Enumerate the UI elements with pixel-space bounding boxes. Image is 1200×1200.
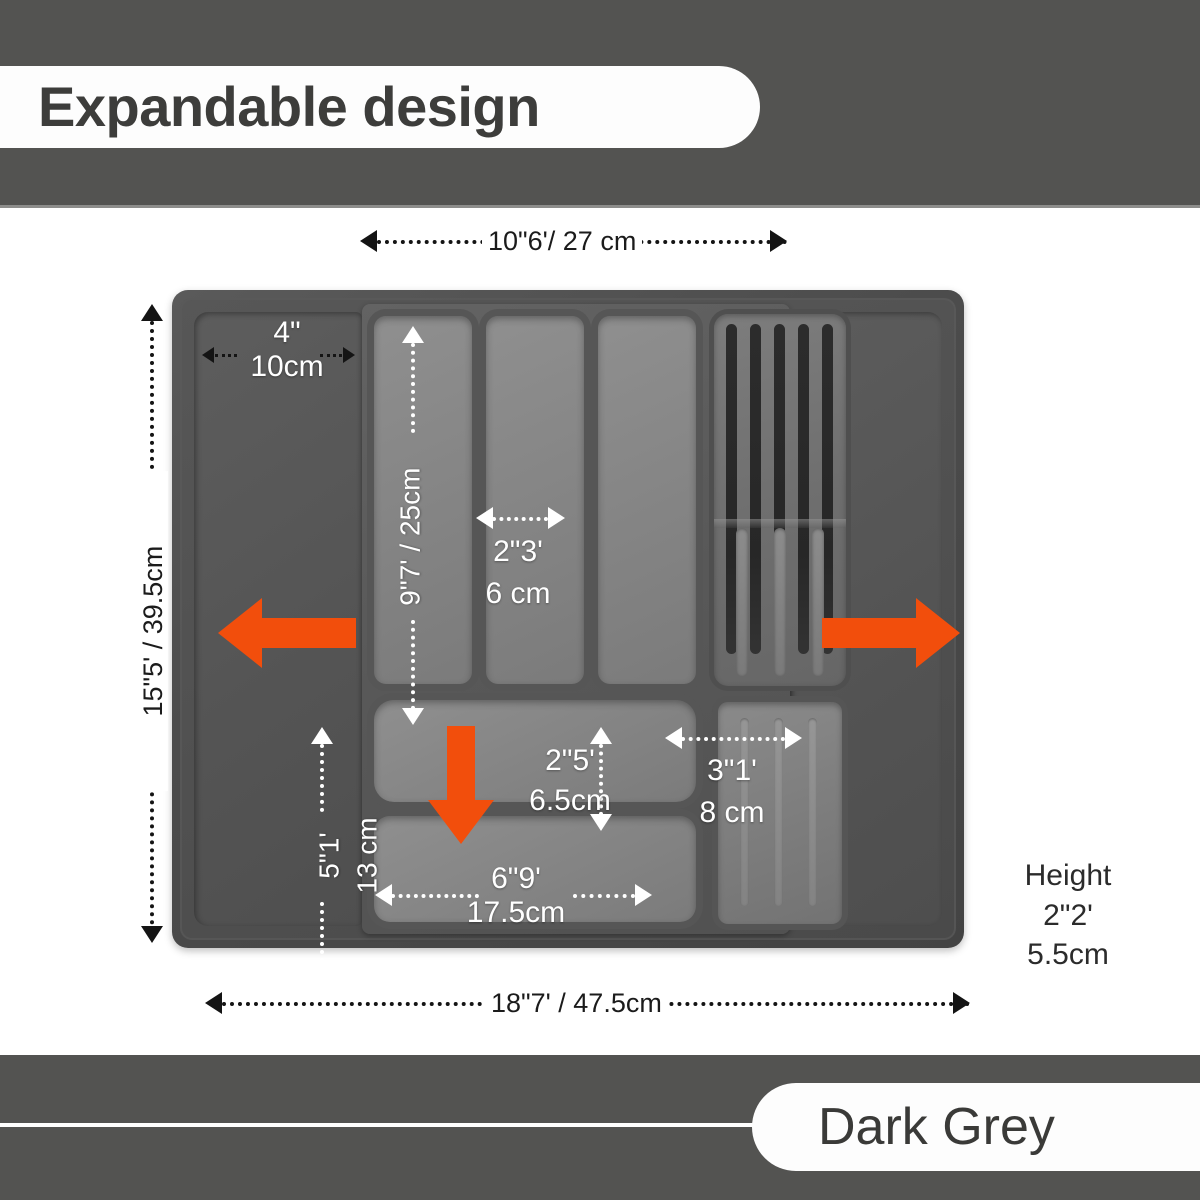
dimension-line bbox=[391, 894, 479, 898]
dimension-product-height: Height 2"2' 5.5cm bbox=[1008, 856, 1128, 975]
dimension-wing-width-label: 4" 10cm bbox=[232, 316, 342, 383]
dimension-mid-slot-width-label: 6"9' 17.5cm bbox=[456, 862, 576, 929]
dimension-line bbox=[573, 894, 635, 898]
arrow-up-icon bbox=[311, 727, 333, 744]
compartment-long-3 bbox=[598, 316, 696, 684]
knife-lower-slot-3 bbox=[812, 528, 824, 676]
knife-slot-4 bbox=[798, 324, 809, 654]
dimension-line bbox=[681, 737, 785, 741]
product-height-line-3: 5.5cm bbox=[1027, 938, 1109, 972]
knife-lower-slot-1 bbox=[736, 528, 748, 676]
mid-slot-height-line-2: 6.5cm bbox=[529, 783, 611, 817]
dimension-line bbox=[320, 902, 324, 970]
mid-slot-width-line-1: 6"9' bbox=[491, 862, 541, 895]
arrow-left-icon bbox=[665, 727, 682, 749]
dimension-insert-width-label: 10"6'/ 27 cm bbox=[482, 226, 643, 257]
knife-lower-groove-1 bbox=[740, 718, 749, 906]
dimension-long-slot-height-label: 9"7' / 25cm bbox=[394, 467, 426, 606]
arrow-left-icon bbox=[476, 507, 493, 529]
knife-lower-slot-2 bbox=[774, 528, 786, 676]
arrow-right-icon bbox=[785, 727, 802, 749]
color-name-label: Dark Grey bbox=[818, 1098, 1055, 1156]
arrow-down-icon bbox=[311, 968, 333, 985]
knife-lower-width-line-2: 8 cm bbox=[699, 795, 765, 829]
arrow-right-icon bbox=[548, 507, 565, 529]
compartment-long-2 bbox=[486, 316, 584, 684]
knife-slot-2 bbox=[750, 324, 761, 654]
arrow-down-icon bbox=[141, 926, 163, 943]
arrow-right-icon bbox=[770, 230, 787, 252]
dimension-lower-block-height-label: 5"1' bbox=[312, 766, 347, 946]
arrow-down-icon bbox=[402, 708, 424, 725]
dimension-line bbox=[599, 744, 603, 816]
arrow-down-icon bbox=[590, 814, 612, 831]
mid-slot-height-line-1: 2"5' bbox=[545, 744, 595, 777]
compartment-long-1 bbox=[374, 316, 472, 684]
header-band: Expandable design bbox=[0, 0, 1200, 208]
dimension-overall-height-label: 15"5' / 39.5cm bbox=[137, 471, 169, 792]
arrow-right-icon bbox=[953, 992, 970, 1014]
knife-slot-5 bbox=[822, 324, 833, 654]
expand-arrow-right-icon bbox=[822, 595, 960, 671]
dimension-lower-block-height-label-2: 13 cm bbox=[350, 766, 385, 946]
slot-width-line-1: 2"3' bbox=[493, 535, 543, 568]
product-diagram-area: 10"6'/ 27 cm 15"5' / 39.5cm 18"7' / 47.5… bbox=[0, 208, 1200, 1055]
wing-width-line-2: 10cm bbox=[250, 349, 324, 383]
dimension-slot-width-label: 2"3' 6 cm bbox=[458, 535, 578, 610]
dimension-line bbox=[215, 354, 237, 357]
dimension-line bbox=[492, 517, 548, 521]
knife-lower-groove-2 bbox=[774, 718, 783, 906]
knife-lower-width-line-1: 3"1' bbox=[707, 754, 757, 787]
collapse-arrow-down-icon bbox=[425, 726, 497, 844]
arrow-left-icon bbox=[205, 992, 222, 1014]
arrow-left-icon bbox=[360, 230, 377, 252]
dimension-knife-lower-width-label: 3"1' 8 cm bbox=[672, 754, 792, 829]
lower-block-height-line-1: 5"1' bbox=[313, 832, 345, 879]
color-name-pill: Dark Grey bbox=[752, 1083, 1200, 1171]
mid-slot-width-line-2: 17.5cm bbox=[466, 895, 566, 929]
arrow-right-icon bbox=[343, 347, 355, 363]
arrow-up-icon bbox=[141, 304, 163, 321]
lower-block-height-line-2: 13 cm bbox=[351, 817, 383, 894]
knife-lower-groove-3 bbox=[808, 718, 817, 906]
slot-width-line-2: 6 cm bbox=[485, 576, 551, 610]
arrow-up-icon bbox=[402, 326, 424, 343]
knife-slot-1 bbox=[726, 324, 737, 654]
dimension-line bbox=[411, 343, 415, 433]
arrow-left-icon bbox=[202, 347, 214, 363]
page-title: Expandable design bbox=[38, 75, 540, 138]
wing-width-line-1: 4" bbox=[273, 316, 301, 349]
dimension-mid-slot-height-label: 2"5' 6.5cm bbox=[495, 744, 645, 817]
footer-connector-line bbox=[0, 1123, 820, 1127]
knife-block-ledge bbox=[714, 519, 846, 528]
tray-center-insert bbox=[362, 304, 846, 934]
expand-arrow-left-icon bbox=[218, 595, 356, 671]
arrow-right-icon bbox=[635, 884, 652, 906]
product-height-line-1: Height bbox=[1024, 859, 1112, 892]
compartment-middle bbox=[374, 700, 696, 802]
arrow-left-icon bbox=[375, 884, 392, 906]
dimension-line bbox=[411, 620, 415, 710]
arrow-up-icon bbox=[590, 727, 612, 744]
dimension-line bbox=[320, 744, 324, 812]
footer-band: Dark Grey bbox=[0, 1055, 1200, 1200]
product-height-line-2: 2"2' bbox=[1043, 898, 1093, 932]
header-title-pill: Expandable design bbox=[0, 66, 760, 148]
dimension-overall-width-label: 18"7' / 47.5cm bbox=[485, 988, 668, 1019]
knife-slot-3 bbox=[774, 324, 785, 654]
dimension-line bbox=[320, 354, 342, 357]
